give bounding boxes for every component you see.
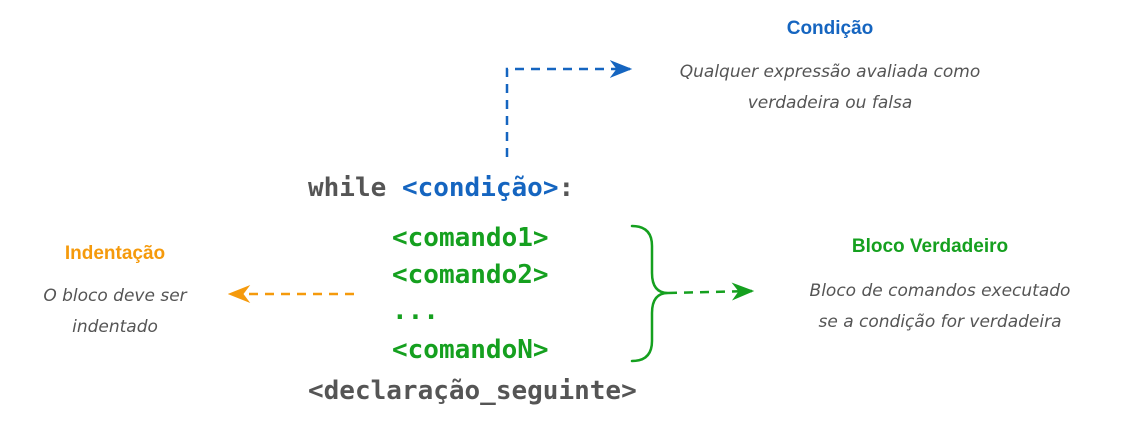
while-statement: while <condição>: <box>308 175 574 201</box>
command-line: <comando1> <box>392 223 549 253</box>
condition-title: Condição <box>786 18 874 39</box>
while-colon: : <box>558 173 575 203</box>
condition-description-line: verdadeira ou falsa <box>747 93 913 113</box>
condition-description-line: Qualquer expressão avaliada como <box>679 62 981 82</box>
true-block-description-line: se a condição for verdadeira <box>818 312 1062 332</box>
indentation-description: O bloco deve ser indentado <box>5 281 225 343</box>
command-line: <comando2> <box>392 260 549 290</box>
true-block-title: Bloco Verdadeiro <box>851 236 1009 257</box>
condition-arrow <box>505 60 633 157</box>
condition-placeholder: <condição> <box>401 173 559 203</box>
indentation-description-line: indentado <box>72 317 158 337</box>
indentation-title: Indentação <box>64 243 166 264</box>
indentation-description-line: O bloco deve ser <box>43 286 187 306</box>
true-block-description-line: Bloco de comandos executado <box>809 281 1071 301</box>
true-block-arrow <box>667 282 755 301</box>
while-keyword: while <box>308 173 387 203</box>
next-statement: <declaração_seguinte> <box>308 376 637 406</box>
command-line: <comandoN> <box>392 335 549 365</box>
block-brace <box>630 224 669 363</box>
condition-description: Qualquer expressão avaliada como verdade… <box>625 57 1035 119</box>
true-block-description: Bloco de comandos executado se a condiçã… <box>770 276 1110 338</box>
command-ellipsis: ... <box>392 296 439 326</box>
